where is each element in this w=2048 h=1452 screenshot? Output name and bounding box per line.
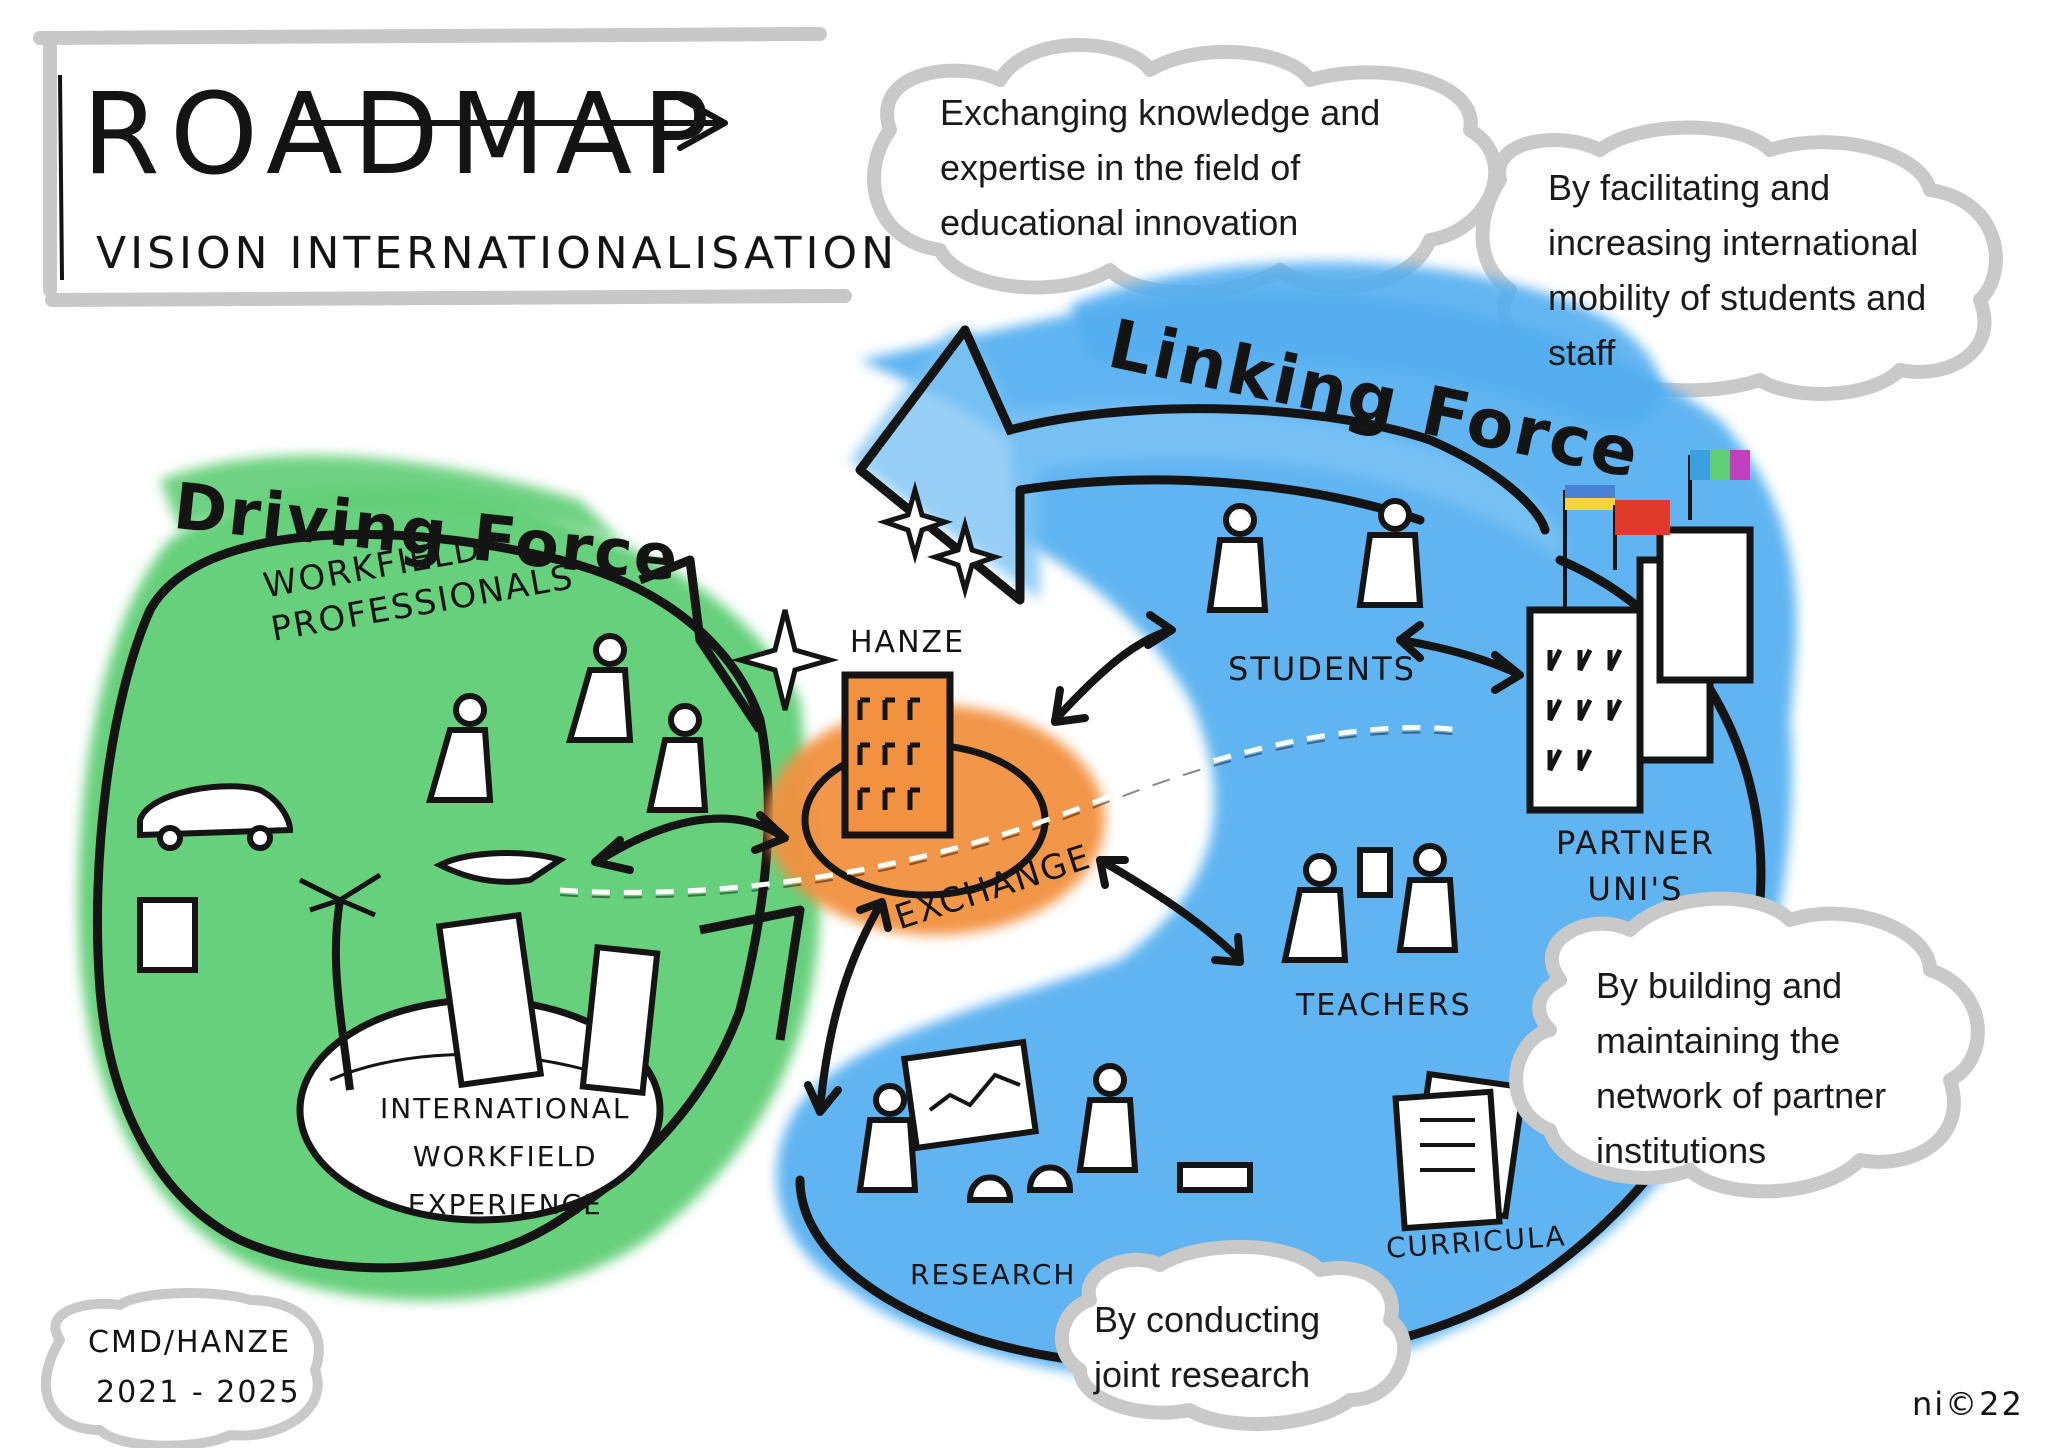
label-line: UNI'S	[1587, 870, 1684, 908]
cloud-knowledge-line: educational innovation	[940, 202, 1299, 243]
title-frame	[33, 27, 852, 307]
label-line: WORKFIELD	[412, 1140, 598, 1173]
cloud-research-line: joint research	[1094, 1354, 1311, 1395]
workfield-people	[137, 633, 709, 973]
partner-universities	[1526, 450, 1754, 814]
cloud-mobility-line: increasing international	[1548, 222, 1919, 263]
label-line: PARTNER	[1556, 824, 1715, 862]
cloud-research	[1055, 1239, 1412, 1431]
cloud-knowledge-line: Exchanging knowledge and	[940, 92, 1381, 133]
title-arrow	[287, 95, 728, 151]
cloud-network-line: maintaining the	[1596, 1020, 1841, 1061]
teachers-label: TEACHERS	[1296, 988, 1472, 1023]
curricula-documents	[1392, 1070, 1527, 1232]
cloud-network-line: institutions	[1596, 1130, 1767, 1171]
cloud-knowledge-line: expertise in the field of	[940, 147, 1301, 188]
page-title: ROADMAP	[82, 70, 720, 200]
credits-org: CMD/HANZE	[88, 1325, 292, 1360]
label-line: EXPERIENCE	[407, 1188, 603, 1221]
credits-years: 2021 - 2025	[96, 1375, 301, 1410]
cloud-knowledge-text: Exchanging knowledge and expertise in th…	[940, 85, 1380, 250]
cloud-network-line: network of partner	[1596, 1075, 1887, 1116]
linking-force-arrow	[795, 325, 1766, 1372]
cloud-mobility-line: staff	[1548, 332, 1616, 373]
cloud-network-line: By building and	[1596, 965, 1843, 1006]
students-label: STUDENTS	[1228, 650, 1416, 688]
page-subtitle: VISION INTERNATIONALISATION	[96, 228, 899, 279]
hanze-label: HANZE	[850, 625, 966, 660]
connection-arrows	[591, 611, 1524, 1116]
flag-icon	[1615, 500, 1670, 535]
research-label: RESEARCH	[910, 1258, 1077, 1291]
cloud-mobility-line: mobility of students and	[1548, 277, 1927, 318]
artist-signature: ni©22	[1912, 1385, 2024, 1423]
cloud-research-line: By conducting	[1094, 1299, 1321, 1340]
research-figures	[856, 1038, 1253, 1203]
credits-badge	[40, 1288, 324, 1451]
label-line: INTERNATIONAL	[380, 1092, 631, 1125]
cloud-mobility-line: By facilitating and	[1548, 167, 1831, 208]
cloud-mobility-text: By facilitating and increasing internati…	[1548, 160, 1926, 380]
cloud-research-text: By conducting joint research	[1094, 1292, 1320, 1402]
student-figures	[1206, 498, 1424, 613]
cloud-network	[1509, 891, 1985, 1199]
cloud-network-text: By building and maintaining the network …	[1596, 958, 1886, 1178]
sparkle-icons	[730, 480, 1004, 711]
exchange-dashed-line	[559, 725, 1461, 895]
workfield-island	[296, 872, 664, 1224]
international-workfield-label: INTERNATIONAL WORKFIELD EXPERIENCE	[380, 1085, 630, 1229]
teacher-figures	[1281, 843, 1459, 963]
partner-unis-label: PARTNER UNI'S	[1556, 820, 1715, 912]
